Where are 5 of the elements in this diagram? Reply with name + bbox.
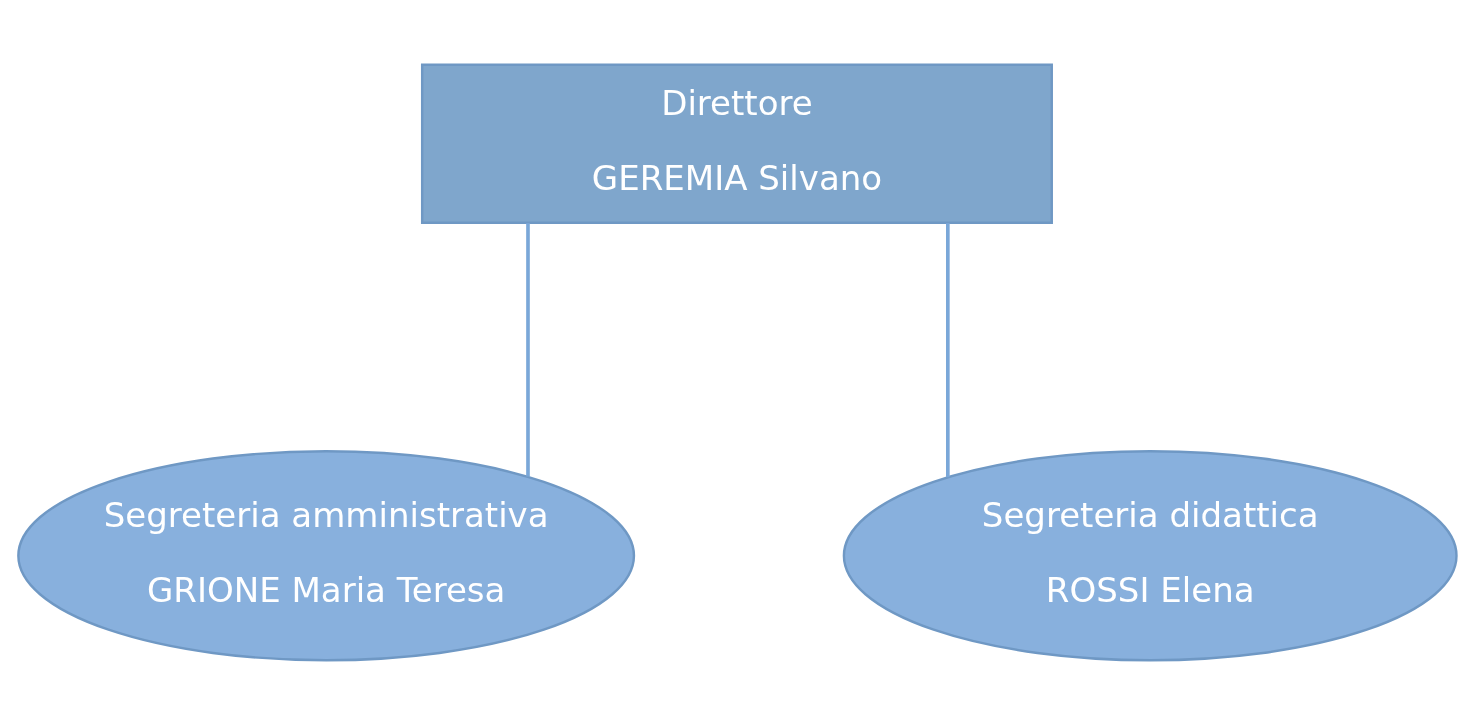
node-ellipse: Segreteria amministrativa GRIONE Maria Teresa	[17, 449, 636, 661]
connector	[526, 222, 530, 477]
node-box: Direttore GEREMIA Silvano	[420, 63, 1053, 224]
node-ellipse: Segreteria didattica ROSSI Elena	[842, 449, 1458, 661]
connector	[946, 222, 950, 477]
